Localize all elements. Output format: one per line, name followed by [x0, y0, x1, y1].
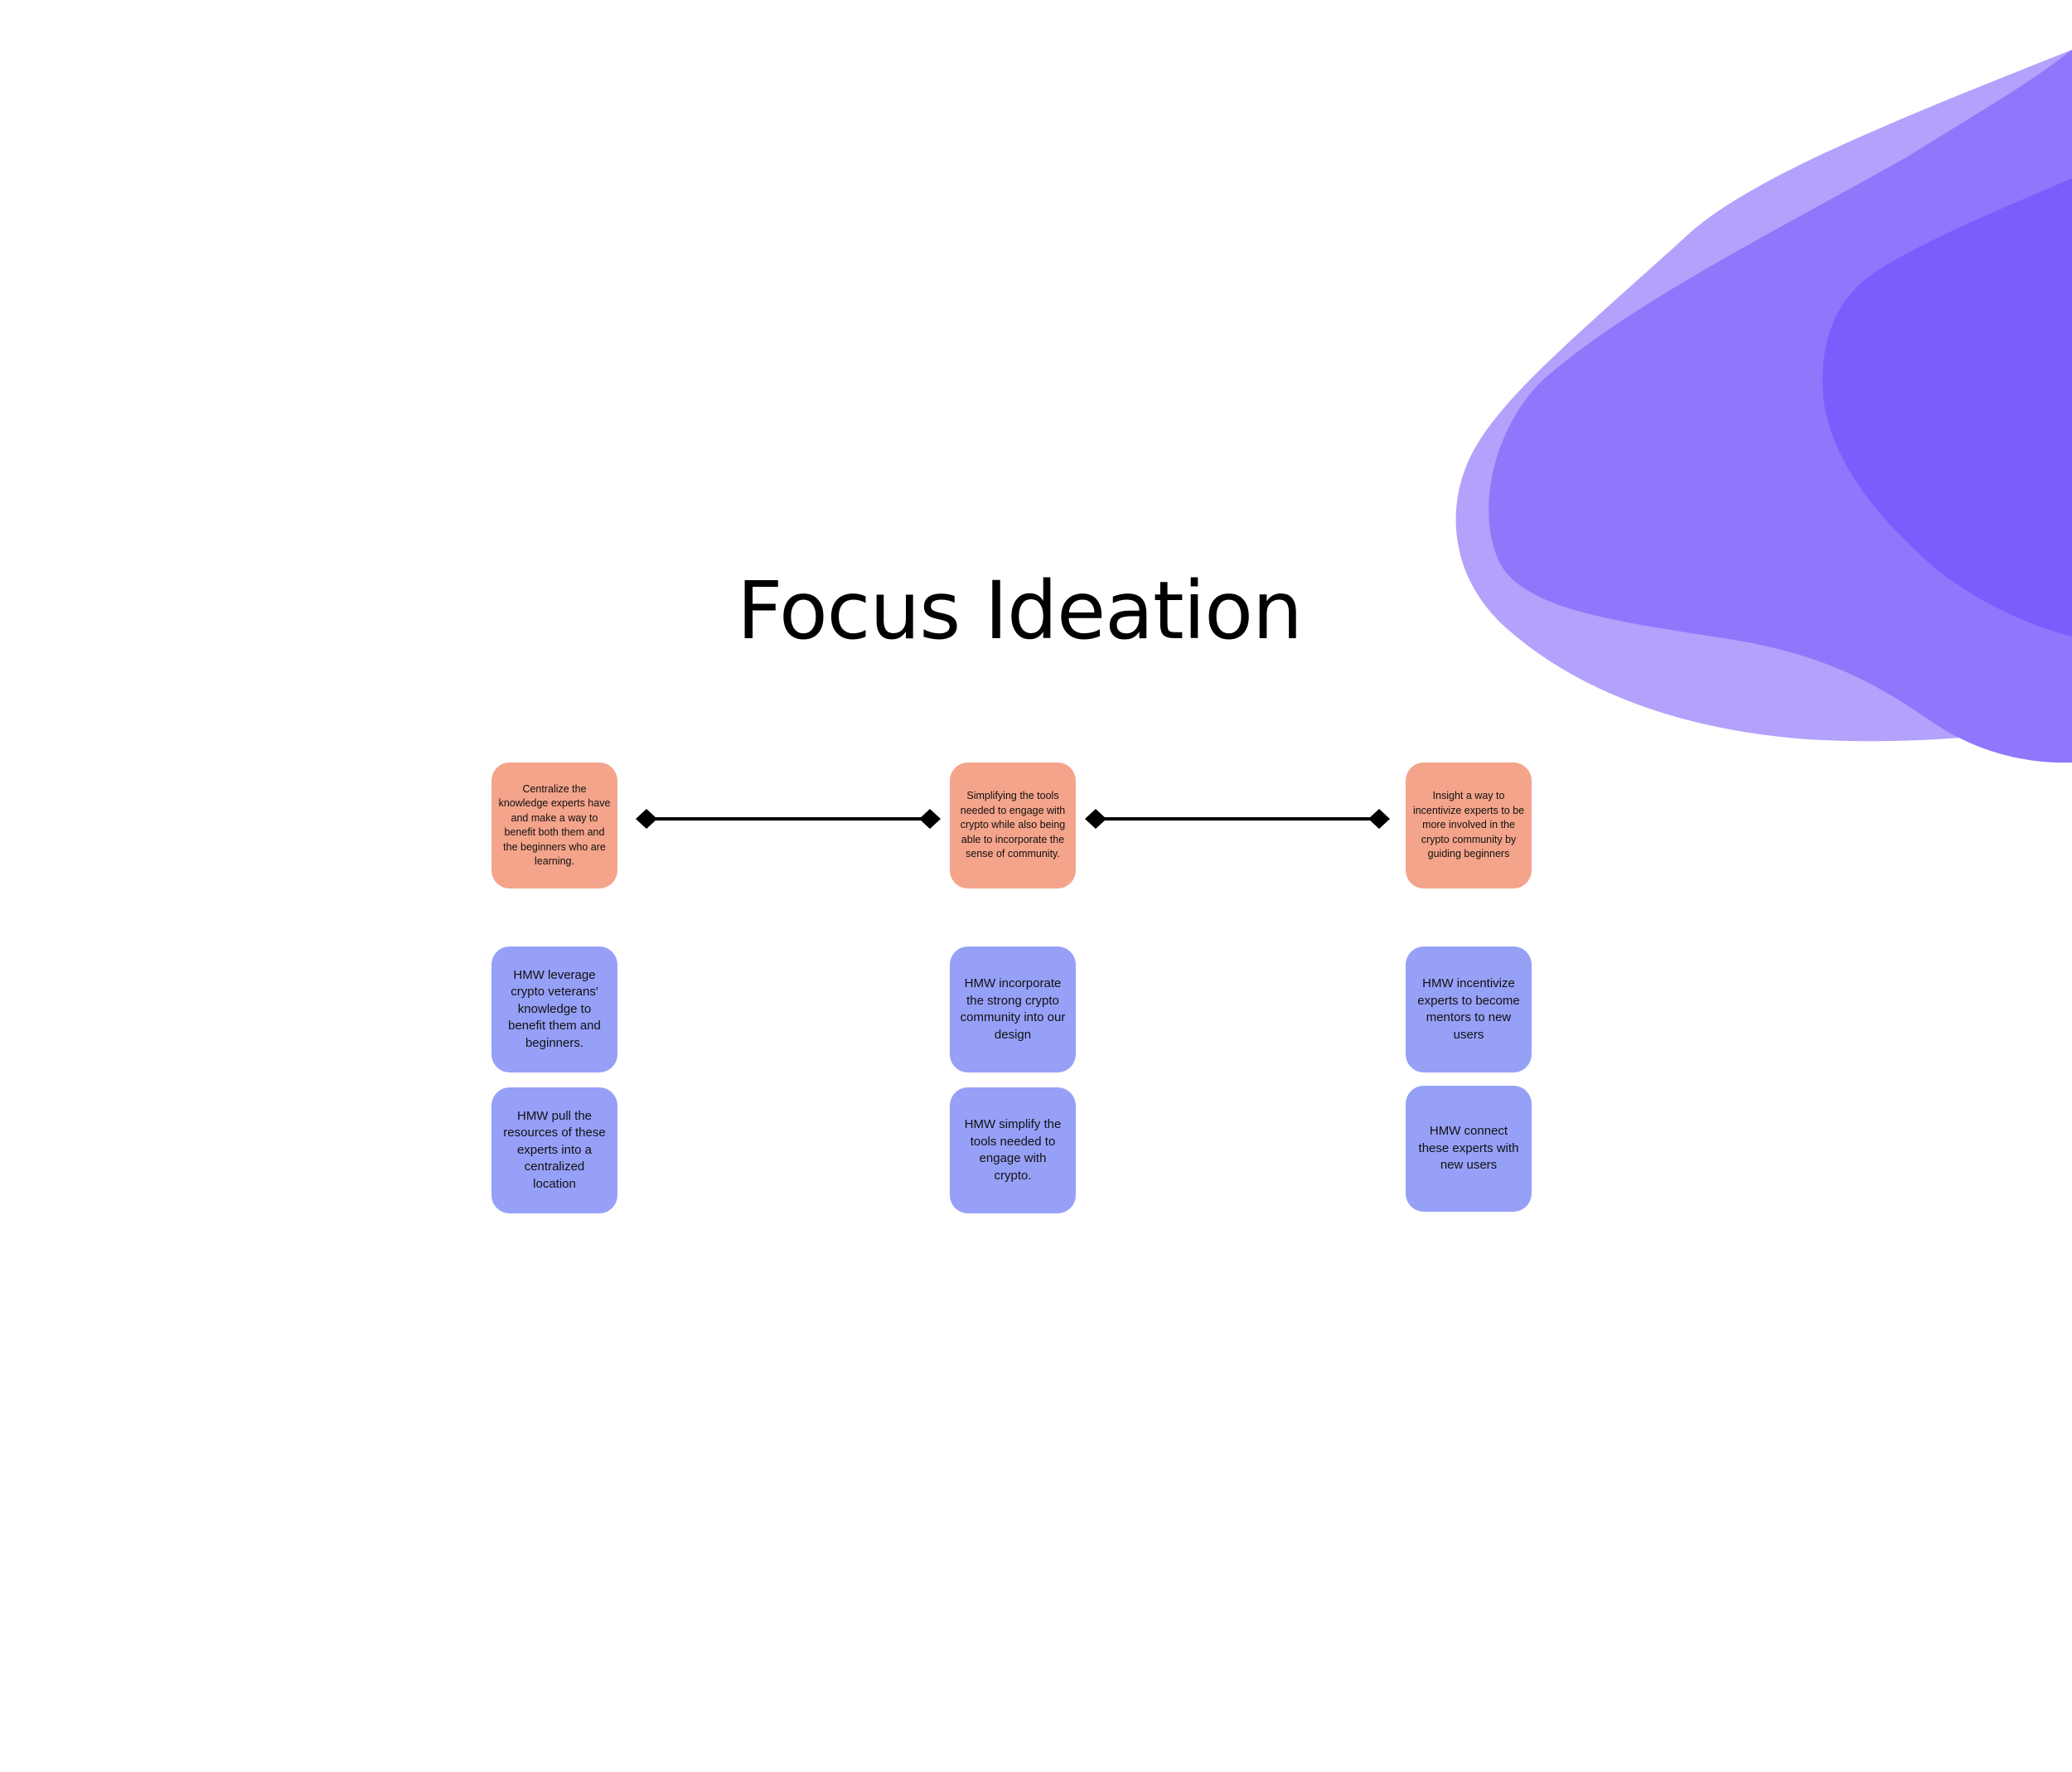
hmw-note-text: HMW connect these experts with new users	[1418, 1124, 1519, 1173]
insight-note-text: Insight a way to incentivize experts to …	[1412, 790, 1525, 860]
diamond-end-icon	[1368, 809, 1390, 829]
diamond-end-icon	[919, 809, 941, 829]
diamond-end-icon	[1085, 809, 1106, 829]
hmw-note-1a[interactable]: HMW leverage crypto veterans' knowledge …	[491, 947, 617, 1072]
connector-left	[636, 809, 941, 829]
hmw-note-2a[interactable]: HMW incorporate the strong crypto commun…	[950, 947, 1076, 1072]
insight-note-text: Simplifying the tools needed to engage w…	[960, 790, 1066, 860]
hmw-note-text: HMW incentivize experts to become mentor…	[1417, 976, 1520, 1042]
hmw-note-3b[interactable]: HMW connect these experts with new users	[1406, 1086, 1532, 1212]
blob-layer-mid	[1489, 50, 2072, 763]
insight-note-2[interactable]: Simplifying the tools needed to engage w…	[950, 763, 1076, 888]
hmw-note-3a[interactable]: HMW incentivize experts to become mentor…	[1406, 947, 1532, 1072]
insight-note-1[interactable]: Centralize the knowledge experts have an…	[491, 763, 617, 888]
insight-note-3[interactable]: Insight a way to incentivize experts to …	[1406, 763, 1532, 888]
hmw-note-text: HMW pull the resources of these experts …	[503, 1108, 606, 1191]
connector-right	[1085, 809, 1390, 829]
hmw-note-text: HMW incorporate the strong crypto commun…	[960, 976, 1066, 1042]
page-title: Focus Ideation	[737, 564, 1303, 657]
blob-layer-dark	[1823, 178, 2072, 637]
hmw-note-2b[interactable]: HMW simplify the tools needed to engage …	[950, 1087, 1076, 1213]
insight-note-text: Centralize the knowledge experts have an…	[498, 782, 611, 868]
hmw-note-1b[interactable]: HMW pull the resources of these experts …	[491, 1087, 617, 1213]
hmw-note-text: HMW leverage crypto veterans' knowledge …	[508, 967, 601, 1050]
diamond-end-icon	[636, 809, 657, 829]
hmw-note-text: HMW simplify the tools needed to engage …	[964, 1117, 1062, 1183]
